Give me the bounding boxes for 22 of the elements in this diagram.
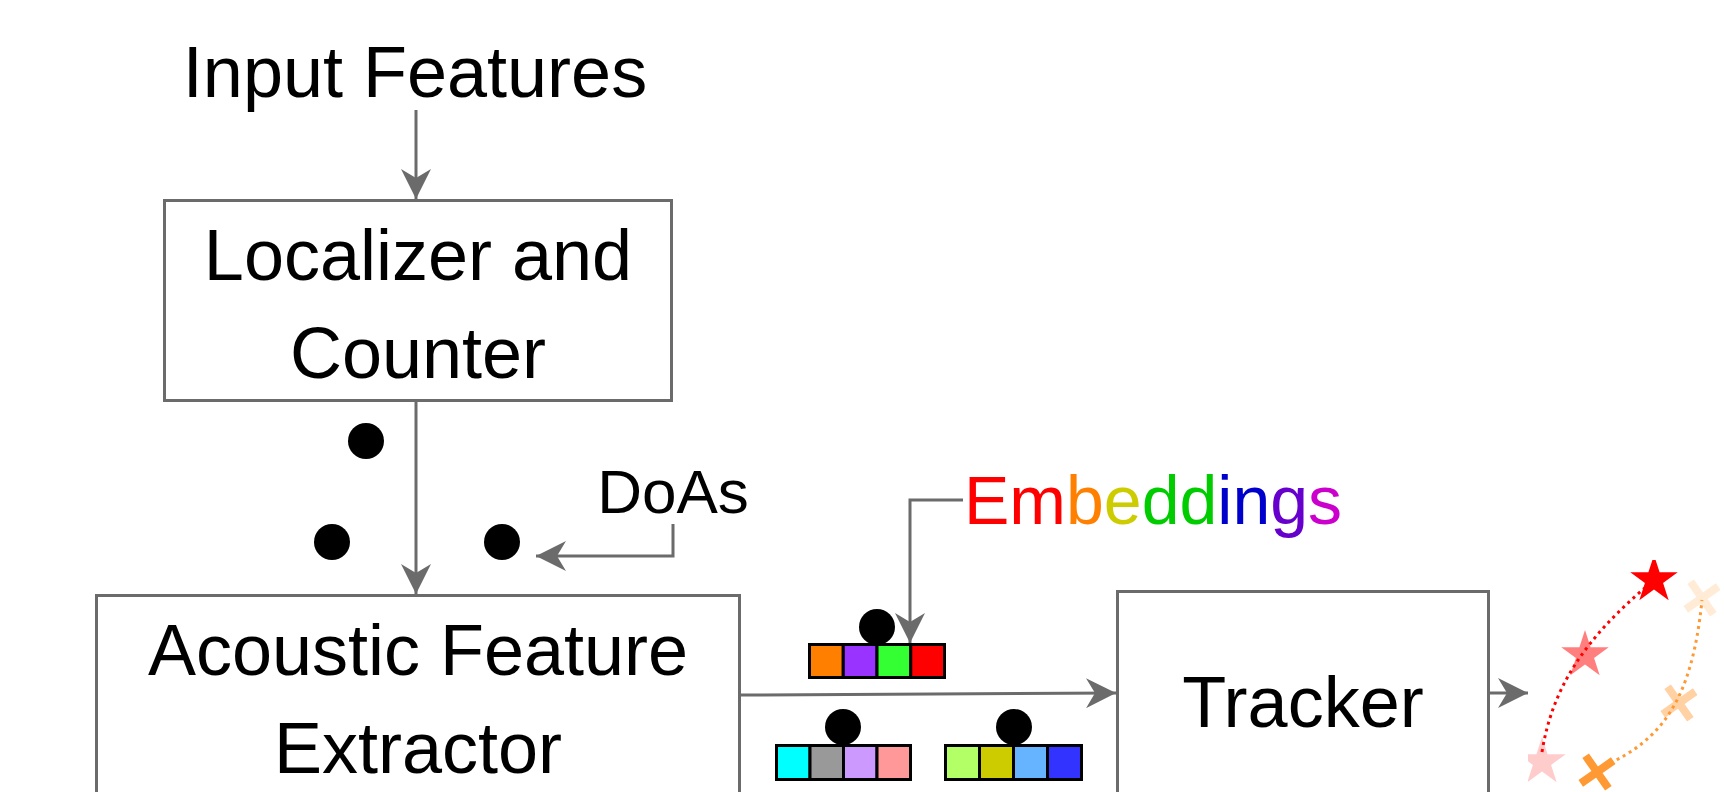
embedding-vector xyxy=(944,744,1083,781)
embedding-vector xyxy=(775,744,912,781)
arrow xyxy=(401,402,431,594)
box-label: Localizer and Counter xyxy=(202,214,634,395)
input-label: Input Features xyxy=(182,32,648,112)
dot-icon xyxy=(484,524,520,560)
dot-icon xyxy=(348,423,384,459)
arrow xyxy=(895,498,963,643)
process-box xyxy=(95,594,741,792)
box-label: Acoustic Feature Extractor xyxy=(146,609,690,790)
doas-label: DoAs xyxy=(597,456,749,528)
process-box xyxy=(163,199,673,402)
embeddings-label: Embeddings xyxy=(963,461,1343,540)
arrow xyxy=(1490,678,1528,708)
embedding-vector xyxy=(808,643,946,679)
box-label: Tracker xyxy=(1182,661,1424,744)
trajectory-drawing xyxy=(1528,560,1720,792)
process-box xyxy=(1116,590,1490,792)
arrow xyxy=(741,678,1116,709)
arrow xyxy=(536,524,675,571)
dot-icon xyxy=(314,524,350,560)
arrow xyxy=(401,110,431,199)
